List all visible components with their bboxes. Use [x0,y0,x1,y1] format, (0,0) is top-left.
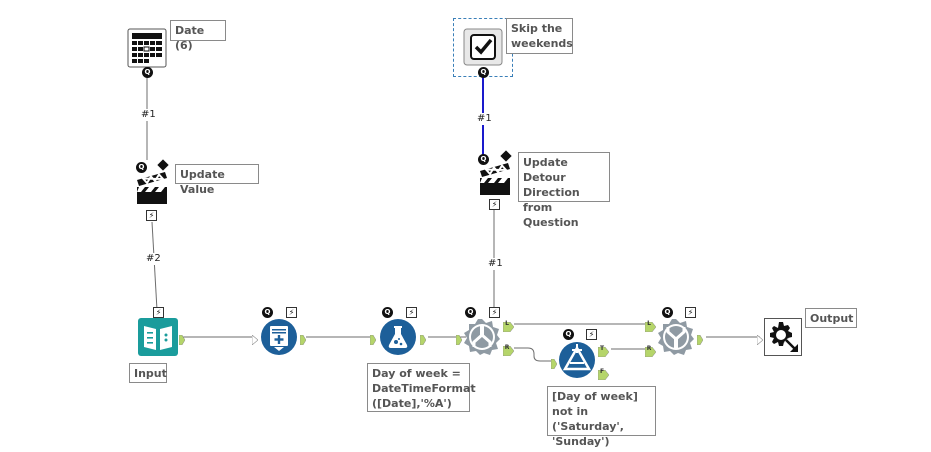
tool-skip-weekends[interactable] [463,28,503,66]
filter-false-output-anchor[interactable]: F [597,367,610,381]
input-anchor[interactable] [756,332,764,346]
action-anchor[interactable]: ⚡ [489,199,500,210]
question-anchor[interactable]: Q [478,67,489,78]
left-anchor-label: L [505,320,509,327]
text-input-book-icon [138,318,178,356]
right-anchor-label: R [504,344,510,351]
output-anchor[interactable] [178,332,186,346]
tool-output[interactable] [764,318,802,356]
action-anchor[interactable]: ⚡ [406,307,417,318]
action-anchor[interactable]: ⚡ [146,210,157,221]
calendar-icon [127,28,167,68]
tool-filter[interactable] [558,341,596,379]
tool-date[interactable] [127,28,167,68]
connection-update-value-to-input[interactable] [151,221,158,311]
connection-label-update-detour-to-detour: #1 [487,258,504,270]
detour-end-icon [658,319,694,355]
clapperboard-icon [137,172,167,204]
tool-label-update-value: Update Value [175,164,259,196]
right-anchor-label: R [646,345,652,352]
action-anchor[interactable]: ⚡ [489,307,500,318]
connection-detour-right-to-filter[interactable] [514,347,554,362]
tool-detour-end[interactable] [657,318,695,356]
action-anchor[interactable]: ⚡ [586,329,597,340]
left-anchor-label: L [647,320,651,327]
tool-detour[interactable] [463,318,501,356]
input-anchor[interactable] [550,356,558,370]
tool-label-output: Output [805,308,857,328]
input-anchor[interactable] [369,332,377,346]
tool-update-value[interactable] [135,170,169,206]
tool-label-input: Input [129,363,167,383]
question-anchor[interactable]: Q [662,307,673,318]
detour-icon [464,319,500,355]
flask-icon [380,319,416,355]
detour-right-output-anchor[interactable]: R [502,343,515,357]
output-anchor[interactable] [299,332,307,346]
action-anchor[interactable]: ⚡ [286,307,297,318]
question-anchor[interactable]: Q [382,307,393,318]
filter-triangle-icon [559,342,595,378]
macro-output-gear-icon [764,318,802,356]
action-anchor[interactable]: ⚡ [685,307,696,318]
output-anchor[interactable] [419,332,427,346]
connection-label-update-value-to-input: #2 [145,253,162,265]
question-anchor[interactable]: Q [262,307,273,318]
tool-formula[interactable] [379,318,417,356]
true-anchor-label: T [599,345,605,352]
input-anchor[interactable] [455,332,463,346]
tool-label-update-detour: Update Detour Direction from Question [518,152,610,229]
connection-label-date-to-update-value: #1 [140,109,157,121]
tool-label-filter: [Day of week] not in ('Saturday', 'Sunda… [547,386,656,448]
detour-end-left-input-anchor[interactable]: L [644,319,657,333]
record-id-icon [261,319,297,355]
tool-label-date: Date (6) [170,20,226,52]
false-anchor-label: F [599,368,605,375]
tool-label-formula: Day of week = DateTimeFormat ([Date],'%A… [367,363,476,412]
tool-record-id[interactable] [260,318,298,356]
tool-update-detour[interactable] [478,161,512,197]
clapperboard-icon [480,163,510,195]
input-anchor[interactable] [251,332,259,346]
detour-end-right-input-anchor[interactable]: R [644,344,657,358]
check-box-icon [463,28,503,66]
question-anchor[interactable]: Q [563,329,574,340]
connection-label-skip-to-update-detour: #1 [476,113,493,125]
tool-label-skip-weekends: Skip the weekends [506,18,573,54]
action-anchor[interactable]: ⚡ [153,307,164,318]
question-anchor[interactable]: Q [136,162,147,173]
filter-true-output-anchor[interactable]: T [597,344,610,358]
question-anchor[interactable]: Q [465,307,476,318]
question-anchor[interactable]: Q [142,67,153,78]
output-anchor[interactable] [696,332,704,346]
tool-input[interactable] [138,318,178,356]
detour-left-output-anchor[interactable]: L [502,319,515,333]
question-anchor[interactable]: Q [478,154,489,165]
